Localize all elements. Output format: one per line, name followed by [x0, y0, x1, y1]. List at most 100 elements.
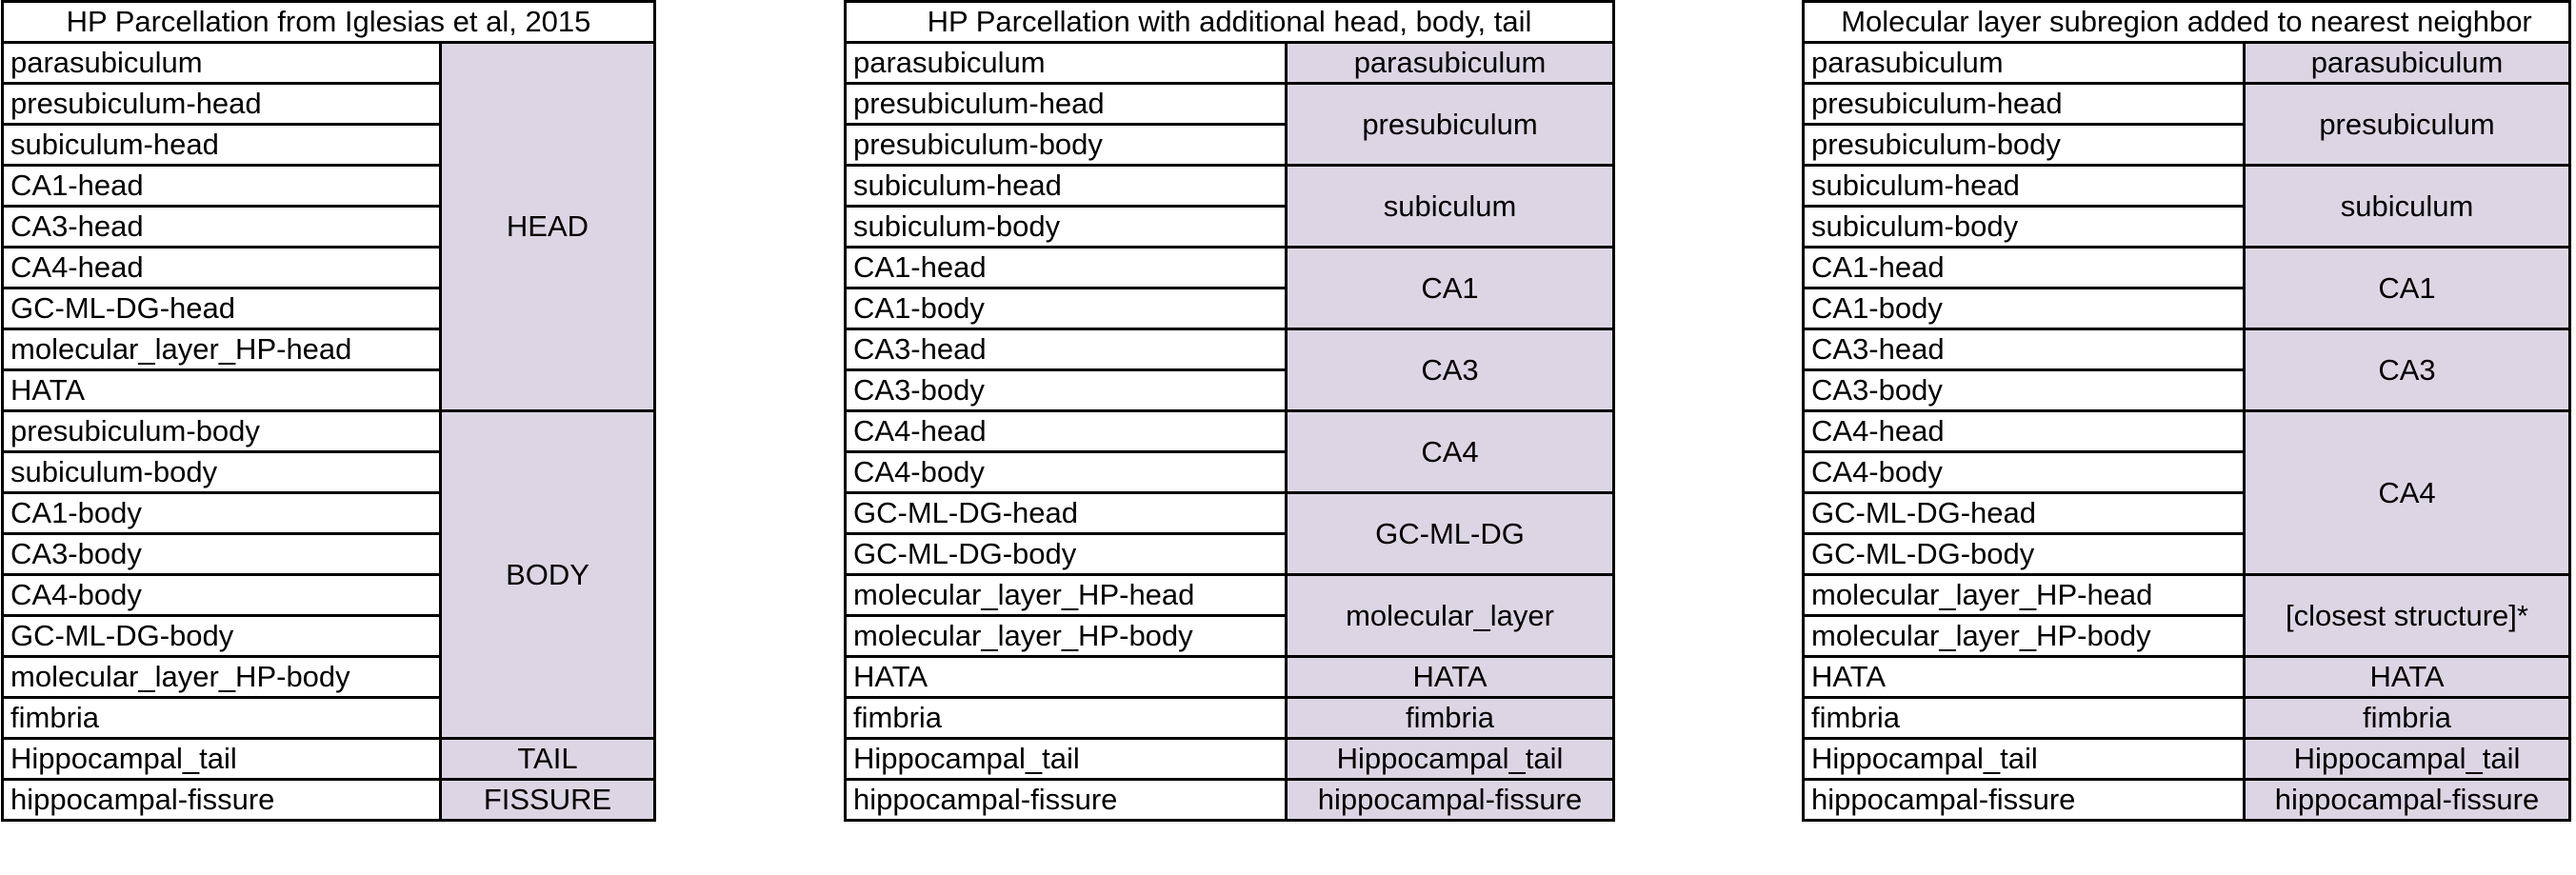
subfield-label: fimbria [844, 696, 1288, 740]
table-row: subiculum-head [1, 123, 655, 167]
group-label: parasubiculum [2243, 41, 2571, 85]
group-label: subiculum [1285, 164, 1615, 249]
subfield-label: parasubiculum [1, 41, 442, 85]
subfield-label: HATA [1, 368, 442, 412]
subfield-label: CA3-body [1, 532, 442, 576]
group-label: [closest structure]* [2243, 573, 2571, 658]
group-label: TAIL [439, 737, 656, 781]
subfield-label: Hippocampal_tail [1802, 737, 2246, 781]
table-row: fimbria [1, 696, 655, 740]
subfield-label: subiculum-head [844, 164, 1288, 208]
group-label: fimbria [2243, 696, 2571, 740]
table-row: subiculum-body [1, 450, 655, 494]
subfield-label: subiculum-body [1, 450, 442, 494]
subfield-label: CA4-head [1802, 409, 2246, 453]
table-row: molecular_layer_HP-body [1, 655, 655, 699]
group-label: CA3 [2243, 328, 2571, 412]
subfield-label: CA1-body [844, 287, 1288, 330]
table-row: CA4-body [844, 450, 1614, 494]
group-label: presubiculum [1285, 82, 1615, 167]
table-row: molecular_layer_HP-body [844, 614, 1614, 658]
subfield-label: CA1-head [1802, 246, 2246, 289]
subfield-label: molecular_layer_HP-head [844, 573, 1288, 617]
subfield-label: CA3-head [1, 205, 442, 249]
group-label: Hippocampal_tail [2243, 737, 2571, 781]
table-row: CA4-head [1, 246, 655, 289]
subfield-label: HATA [844, 655, 1288, 699]
table-row: CA3-body [844, 368, 1614, 412]
group-label: HATA [2243, 655, 2571, 699]
parcellation-table-molecular-layer: Molecular layer subregion added to neare… [1802, 0, 2571, 822]
table-row: GC-ML-DG-head [1, 287, 655, 330]
subfield-label: parasubiculum [1802, 41, 2246, 85]
table-row: GC-ML-DG-head [1802, 491, 2570, 535]
group-label: HEAD [439, 41, 656, 412]
table-row: molecular_layer_HP-head [1, 328, 655, 371]
group-label: presubiculum [2243, 82, 2571, 167]
subfield-label: Hippocampal_tail [844, 737, 1288, 781]
subfield-label: CA3-head [1802, 328, 2246, 371]
subfield-label: GC-ML-DG-head [844, 491, 1288, 535]
subfield-label: CA4-body [1, 573, 442, 617]
subfield-label: CA4-body [1802, 450, 2246, 494]
subfield-label: presubiculum-body [1802, 123, 2246, 167]
group-label: parasubiculum [1285, 41, 1615, 85]
group-label: FISSURE [439, 778, 656, 822]
subfield-label: hippocampal-fissure [1802, 778, 2246, 822]
table-row: presubiculum-head [1, 82, 655, 126]
group-label: subiculum [2243, 164, 2571, 249]
subfield-label: GC-ML-DG-body [844, 532, 1288, 576]
table-row: CA3-body [1802, 368, 2570, 412]
subfield-label: molecular_layer_HP-body [844, 614, 1288, 658]
subfield-label: CA3-body [1802, 368, 2246, 412]
table-row: CA1-head [1, 164, 655, 208]
group-label: fimbria [1285, 696, 1615, 740]
table-row: CA3-body [1, 532, 655, 576]
subfield-label: subiculum-body [1802, 205, 2246, 249]
subfield-label: GC-ML-DG-body [1, 614, 442, 658]
subfield-label: subiculum-body [844, 205, 1288, 249]
subfield-label: presubiculum-body [844, 123, 1288, 167]
subfield-label: GC-ML-DG-head [1, 287, 442, 330]
subfield-label: subiculum-head [1, 123, 442, 167]
subfield-label: parasubiculum [844, 41, 1288, 85]
subfield-label: Hippocampal_tail [1, 737, 442, 781]
subfield-label: CA1-body [1, 491, 442, 535]
group-label: hippocampal-fissure [2243, 778, 2571, 822]
subfield-label: molecular_layer_HP-body [1, 655, 442, 699]
group-label: Hippocampal_tail [1285, 737, 1615, 781]
table-row: CA1-body [1802, 287, 2570, 330]
parcellation-table-head-body-tail: HP Parcellation with additional head, bo… [844, 0, 1615, 822]
table-row: subiculum-body [844, 205, 1614, 249]
subfield-label: CA3-head [844, 328, 1288, 371]
subfield-label: fimbria [1, 696, 442, 740]
subfield-label: molecular_layer_HP-head [1802, 573, 2246, 617]
table-row: molecular_layer_HP-body [1802, 614, 2570, 658]
table-row: CA4-body [1, 573, 655, 617]
table-row: presubiculum-body [1802, 123, 2570, 167]
group-label: CA4 [1285, 409, 1615, 494]
table-row: CA1-body [844, 287, 1614, 330]
subfield-label: CA3-body [844, 368, 1288, 412]
table-row: GC-ML-DG-body [844, 532, 1614, 576]
table-row: CA3-head [1, 205, 655, 249]
